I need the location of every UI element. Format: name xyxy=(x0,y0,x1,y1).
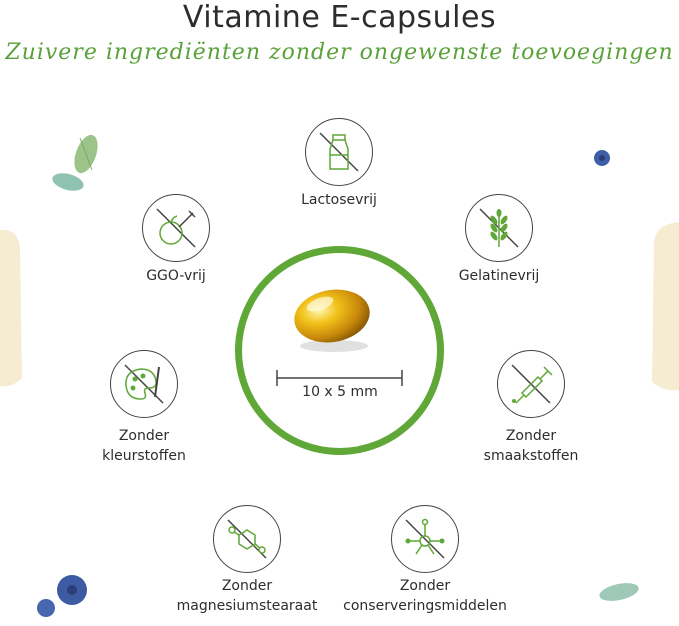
leaf-decoration-right xyxy=(599,583,639,601)
chemical-structure-icon xyxy=(405,518,445,559)
no-preservatives-label-line2: conserveringsmiddelen xyxy=(343,598,507,614)
blueberry-decoration xyxy=(594,150,610,166)
no-colorants-badge xyxy=(110,350,178,418)
wheat-icon xyxy=(479,208,519,248)
no-preservatives-label-line1: Zonder xyxy=(399,578,451,594)
capsule-size-label: 10 x 5 mm xyxy=(302,384,378,400)
lactose-free-badge xyxy=(305,118,373,186)
no-flavorings-label-line1: Zonder xyxy=(505,428,557,444)
gmo-fruit-syringe-icon xyxy=(156,208,196,248)
milk-bottle-icon xyxy=(319,132,359,172)
no-magnesium-stearate-label-line2: magnesiumstearaat xyxy=(176,598,318,614)
syringe-icon xyxy=(511,364,553,404)
no-preservatives-badge xyxy=(391,505,459,573)
no-flavorings-badge xyxy=(497,350,565,418)
gelatin-free-label: Gelatinevrij xyxy=(458,268,540,284)
no-flavorings-label-line2: smaakstoffen xyxy=(483,448,579,464)
no-colorants-label-line2: kleurstoffen xyxy=(102,448,186,464)
no-magnesium-stearate-label-line1: Zonder xyxy=(221,578,273,594)
lactose-free-label: Lactosevrij xyxy=(301,192,377,208)
molecule-icon xyxy=(227,519,267,559)
leaf-decoration-left xyxy=(52,134,98,191)
page-title: Vitamine E-capsules xyxy=(182,0,497,35)
paint-palette-icon xyxy=(124,364,164,404)
capsule-shell-right xyxy=(652,222,679,391)
page-subtitle: Zuivere ingrediënten zonder ongewenste t… xyxy=(5,40,674,65)
capsule-ring xyxy=(235,246,444,455)
no-magnesium-stearate-badge xyxy=(213,505,281,573)
dimension-line xyxy=(276,370,403,386)
gelatin-free-badge xyxy=(465,194,533,262)
softgel-capsule-image xyxy=(294,289,370,352)
capsule-shell-left xyxy=(0,229,22,387)
gmo-free-badge xyxy=(142,194,210,262)
blueberries-decoration xyxy=(37,575,87,617)
gmo-free-label: GGO-vrij xyxy=(146,268,206,284)
no-colorants-label-line1: Zonder xyxy=(118,428,170,444)
